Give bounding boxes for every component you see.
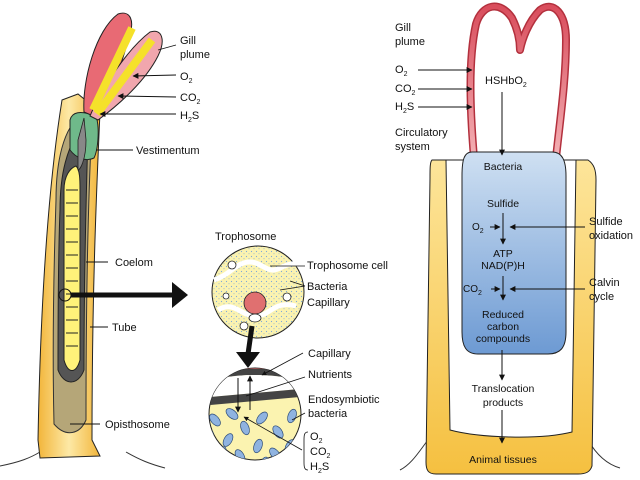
label-o2: O2 xyxy=(180,71,193,85)
bacterium xyxy=(209,413,221,427)
gas-arrow xyxy=(243,416,303,451)
label-sulfide: Sulfide xyxy=(487,198,519,210)
label-compounds: compounds xyxy=(476,333,530,345)
trophosome-section xyxy=(211,245,307,368)
label-capillary-2: Capillary xyxy=(308,348,351,360)
label-calvin: Calvin xyxy=(589,277,620,289)
label-detail-co2: CO2 xyxy=(310,446,331,460)
zoom-arrow-head xyxy=(172,282,188,308)
trophosome-circle xyxy=(211,245,305,339)
bacteria-box xyxy=(461,151,567,355)
gill-filament xyxy=(93,37,156,117)
gill-plume xyxy=(468,4,569,159)
right-label-o2: O2 xyxy=(395,64,408,78)
endosymbiont-detail xyxy=(208,352,309,471)
label-gill-plume-2: plume xyxy=(180,49,210,61)
bacterium xyxy=(253,438,263,454)
leader-line xyxy=(279,285,306,291)
label-endosymbiotic-2: bacteria xyxy=(308,408,348,420)
bacterium xyxy=(287,408,297,424)
capillary-arrow xyxy=(261,352,304,376)
right-label-h2s: H2S xyxy=(395,101,414,115)
right-label-gill: Gill xyxy=(395,22,411,34)
label-nutrients: Nutrients xyxy=(308,369,353,381)
label-opisthosome: Opisthosome xyxy=(105,419,170,431)
leader-line xyxy=(289,280,306,287)
label-system: system xyxy=(395,141,430,153)
bracket xyxy=(303,431,309,471)
metabolic-schematic xyxy=(399,2,621,475)
bacterium xyxy=(256,411,268,425)
label-oxidation: oxidation xyxy=(589,230,633,242)
lumen xyxy=(282,292,292,302)
tissue-gap xyxy=(209,375,301,398)
cell-membrane xyxy=(209,388,301,406)
lumen xyxy=(222,292,230,300)
zoom-arrow-shaft xyxy=(245,325,255,355)
lumen xyxy=(227,260,237,270)
label-bacteria-box: Bacteria xyxy=(484,161,523,173)
capillary-lumen xyxy=(248,313,262,323)
label-endosymbiotic: Endosymbiotic xyxy=(308,394,380,406)
label-translocation: Translocation xyxy=(472,383,535,395)
bacterium xyxy=(260,456,270,460)
label-carbon: carbon xyxy=(487,321,519,333)
gill-filament xyxy=(89,26,136,112)
lumen xyxy=(239,321,249,331)
label-products: products xyxy=(483,397,523,409)
label-co2: CO2 xyxy=(180,92,201,106)
o2-arrow xyxy=(132,72,177,79)
label-detail-o2: O2 xyxy=(310,431,323,445)
label-atp: ATP xyxy=(493,248,513,260)
label-capillary: Capillary xyxy=(307,297,350,309)
label-detail-h2s: H2S xyxy=(310,461,329,475)
leader-line xyxy=(157,44,177,51)
bacterium xyxy=(225,408,239,420)
label-circulatory: Circulatory xyxy=(395,127,448,139)
label-hshbo2: HSHbO2 xyxy=(485,75,527,89)
label-h2s: H2S xyxy=(180,110,199,124)
bacterium xyxy=(222,433,234,447)
body-segments xyxy=(66,189,78,347)
label-vestimentum: Vestimentum xyxy=(136,145,200,157)
label-sulfide-oxidation: Sulfide xyxy=(589,216,623,228)
bacterium xyxy=(240,420,250,436)
co2-arrow xyxy=(117,93,177,100)
obturaculum xyxy=(77,117,87,171)
label-tube: Tube xyxy=(112,322,137,334)
label-coelom: Coelom xyxy=(115,257,153,269)
label-gill-plume: Gill xyxy=(180,35,196,47)
label-trophosome-cell: Trophosome cell xyxy=(307,260,388,272)
label-cycle: cycle xyxy=(589,291,614,303)
worm-illustration xyxy=(0,12,188,469)
label-bacteria: Bacteria xyxy=(307,281,348,293)
capillary xyxy=(243,291,267,315)
leader-line xyxy=(291,412,306,421)
seafloor-line xyxy=(0,451,166,469)
label-nadph: NAD(P)H xyxy=(481,260,525,272)
label-animal-tissues: Animal tissues xyxy=(469,454,537,466)
zoom-arrow-head xyxy=(236,352,260,368)
leader-line xyxy=(245,376,306,397)
label-inner-co2: CO2 xyxy=(463,284,482,297)
right-label-co2: CO2 xyxy=(395,83,416,97)
trophosome-title: Trophosome xyxy=(215,231,276,243)
label-reduced: Reduced xyxy=(482,309,524,321)
label-inner-o2: O2 xyxy=(472,222,484,235)
right-label-plume: plume xyxy=(395,36,425,48)
